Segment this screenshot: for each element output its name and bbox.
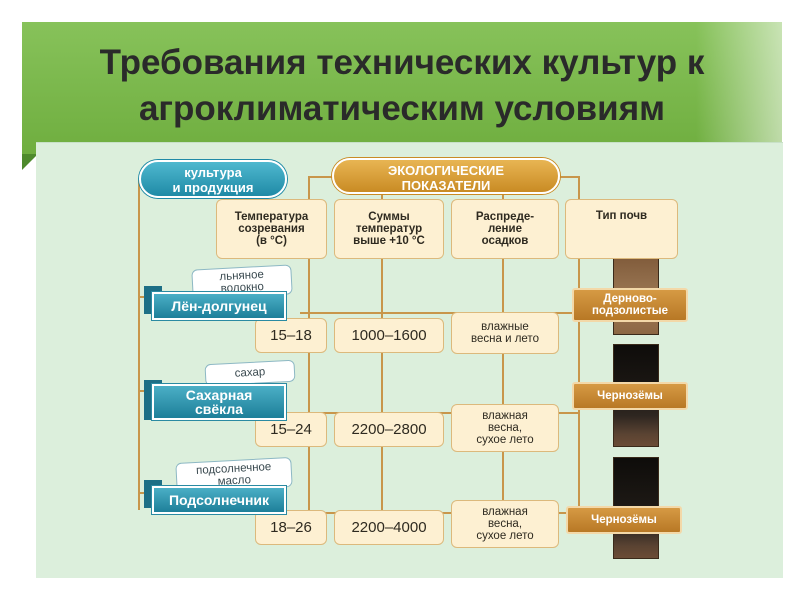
temp-sum-cell: 2200–2800 [334,412,444,447]
temp-sum-cell: 2200–4000 [334,510,444,545]
column-header-temperature: Температура созревания (в °С) [216,199,327,259]
precipitation-value: влажная весна, сухое лето [476,506,534,542]
connector-eco-right-down [578,176,580,200]
temperature-cell: 15–18 [255,318,327,353]
column-header-precipitation-label: Распреде- ление осадков [475,211,535,247]
connector-eco-right [556,176,580,178]
column-header-precipitation: Распреде- ление осадков [451,199,559,259]
soil-type-text: Дерново- подзолистые [591,293,669,317]
column-header-temp-sum-label: Суммы температур выше +10 °С [353,211,425,247]
precipitation-cell: влажные весна и лето [451,312,559,354]
temperature-value: 15–24 [270,421,312,438]
culture-header-label: культура и продукция [172,165,254,195]
title-corner-fold [22,154,38,170]
temp-sum-cell: 1000–1600 [334,318,444,353]
precipitation-cell: влажная весна, сухое лето [451,500,559,548]
soil-type-label: Чернозёмы [572,382,688,410]
column-header-temperature-label: Температура созревания (в °С) [234,211,309,247]
crop-label: Подсолнечник [152,486,286,514]
temp-sum-value: 2200–2800 [351,421,427,438]
connector-col1 [308,258,310,518]
product-label: сахар [204,359,296,387]
soil-type-text: Чернозёмы [591,514,657,526]
crop-label-text: Сахарная свёкла [185,387,253,417]
precipitation-cell: влажная весна, сухое лето [451,404,559,452]
crop-label: Сахарная свёкла [152,384,286,420]
product-label-text: подсолнечное масло [195,461,272,488]
soil-type-label: Дерново- подзолистые [572,288,688,322]
page-title-line-1: Требования технических культур к [99,43,705,82]
connector-eco-left [308,176,336,178]
crop-label-text: Лён-долгунец [171,298,267,314]
connector-col3 [502,258,504,518]
column-header-temp-sum: Суммы температур выше +10 °С [334,199,444,259]
temp-sum-value: 1000–1600 [351,327,427,344]
soil-type-text: Чернозёмы [597,390,663,402]
precipitation-value: влажные весна и лето [471,321,539,345]
connector-culture-row3 [138,492,148,494]
precipitation-value: влажная весна, сухое лето [476,410,534,446]
connector-row1 [300,312,580,314]
eco-header: ЭКОЛОГИЧЕСКИЕ ПОКАЗАТЕЛИ [332,158,560,194]
culture-header: культура и продукция [139,160,287,198]
page-title: Требования технических культур к агрокли… [22,40,782,132]
column-header-soil: Тип почв [565,199,678,259]
temperature-cell: 18–26 [255,510,327,545]
title-bar [22,22,782,154]
page-title-line-2: агроклиматическим условиям [138,89,666,128]
connector-col2 [381,258,383,518]
column-header-soil-label: Тип почв [595,210,648,222]
temperature-value: 18–26 [270,519,312,536]
connector-eco-left-down [308,176,310,200]
temperature-value: 15–18 [270,327,312,344]
temp-sum-value: 2200–4000 [351,519,427,536]
connector-culture-row2 [138,390,148,392]
connector-eco-mid2 [502,190,504,200]
product-label-text: сахар [234,366,266,380]
crop-label-text: Подсолнечник [168,492,270,508]
crop-label: Лён-долгунец [152,292,286,320]
eco-header-label: ЭКОЛОГИЧЕСКИЕ ПОКАЗАТЕЛИ [387,163,505,193]
soil-type-label: Чернозёмы [566,506,682,534]
connector-culture-trunk [138,180,140,510]
connector-eco-mid1 [381,190,383,200]
connector-culture-row1 [138,296,148,298]
